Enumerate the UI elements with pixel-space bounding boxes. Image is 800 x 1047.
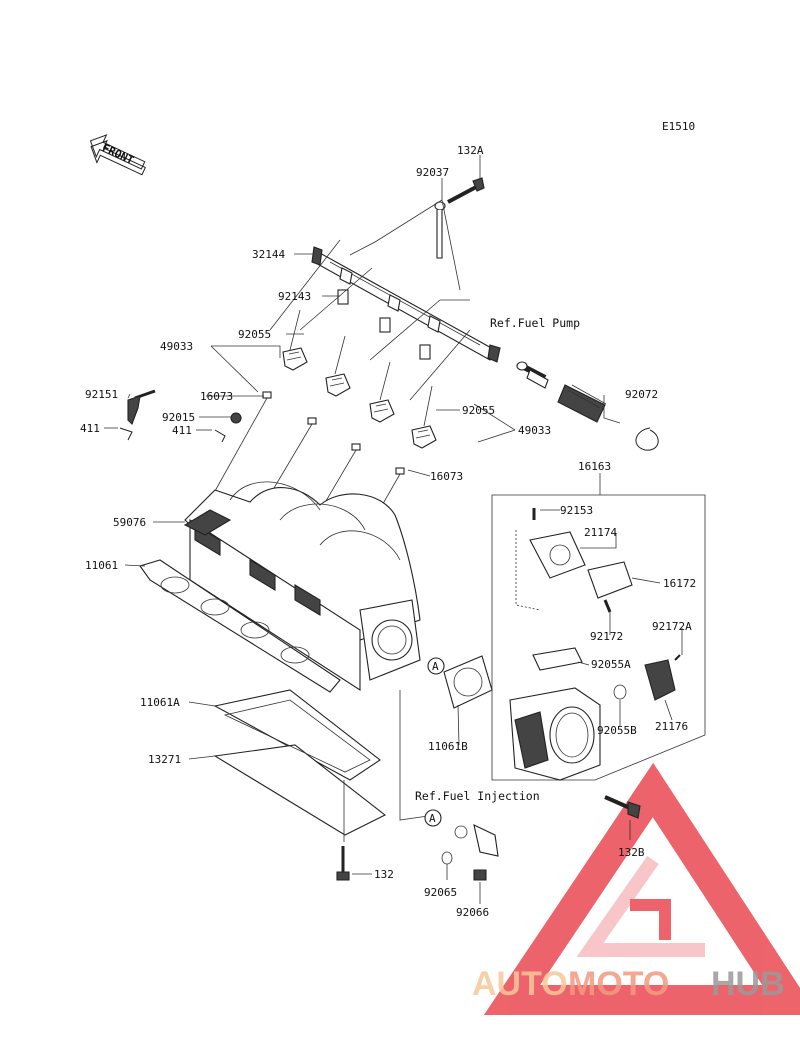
label-16172: 16172 — [663, 577, 696, 590]
label-92153: 92153 — [560, 504, 593, 517]
injectors — [262, 289, 437, 475]
watermark-text: AUTO MOTO HUB — [472, 965, 785, 1003]
front-arrow-icon: FRONT — [89, 134, 147, 176]
label-92015: 92015 — [162, 411, 195, 424]
label-92072: 92072 — [625, 388, 658, 401]
callout-a-top: A — [427, 657, 445, 675]
label-92055A: 92055A — [591, 658, 631, 671]
label-21176: 21176 — [655, 720, 688, 733]
callout-a-bottom: A — [424, 809, 442, 827]
label-92055B: 92055B — [597, 724, 637, 737]
gasket-11061B — [443, 655, 493, 709]
clamp-92037 — [434, 201, 446, 259]
label-16073-top: 16073 — [200, 390, 233, 403]
part-labels: E1510 132A 92037 32144 92143 92055 49033… — [80, 120, 696, 919]
svg-text:A: A — [432, 660, 439, 673]
gasket-11061 — [139, 559, 341, 693]
bolt-132B — [604, 795, 641, 819]
label-13271: 13271 — [148, 753, 181, 766]
leader-lines — [104, 155, 683, 904]
label-16073-bottom: 16073 — [430, 470, 463, 483]
intake-manifold — [183, 481, 421, 692]
watermark-logo — [483, 762, 800, 1015]
plug-92015 — [230, 412, 242, 424]
bolt-132 — [336, 780, 350, 881]
throttle-body-group — [491, 494, 706, 781]
clip-411 — [119, 427, 226, 443]
label-411-left: 411 — [80, 422, 100, 435]
bolt-132A — [447, 177, 485, 204]
svg-text:A: A — [429, 812, 436, 825]
label-92143: 92143 — [278, 290, 311, 303]
label-49033-left: 49033 — [160, 340, 193, 353]
label-11061: 11061 — [85, 559, 118, 572]
label-92151: 92151 — [85, 388, 118, 401]
label-92172: 92172 — [590, 630, 623, 643]
label-92037: 92037 — [416, 166, 449, 179]
watermark-part1: AUTO — [472, 965, 568, 1003]
cover-plate — [213, 689, 387, 836]
label-92055-right: 92055 — [462, 404, 495, 417]
label-32144: 32144 — [252, 248, 285, 261]
label-16163: 16163 — [578, 460, 611, 473]
label-92065: 92065 — [424, 886, 457, 899]
watermark-part3: HUB — [711, 965, 785, 1003]
guide-lines — [209, 239, 471, 571]
label-92055-top: 92055 — [238, 328, 271, 341]
label-92066: 92066 — [456, 906, 489, 919]
label-132B: 132B — [618, 846, 645, 859]
diagram-code: E1510 — [662, 120, 695, 133]
clamp-92072 — [635, 427, 659, 451]
label-11061A: 11061A — [140, 696, 180, 709]
label-132A: 132A — [457, 144, 484, 157]
label-ref-fuel-injection: Ref.Fuel Injection — [415, 789, 540, 803]
label-11061B: 11061B — [428, 740, 468, 753]
bolt-92151 — [127, 389, 156, 425]
label-411-mid: 411 — [172, 424, 192, 437]
label-ref-fuel-pump: Ref.Fuel Pump — [490, 316, 580, 330]
fuel-pump-hose — [516, 361, 607, 423]
label-49033-right: 49033 — [518, 424, 551, 437]
label-92172A: 92172A — [652, 620, 692, 633]
label-21174: 21174 — [584, 526, 617, 539]
label-132: 132 — [374, 868, 394, 881]
watermark-part2: MOTO — [568, 965, 669, 1003]
label-59076: 59076 — [113, 516, 146, 529]
fuel-injection-sensor — [399, 690, 499, 881]
